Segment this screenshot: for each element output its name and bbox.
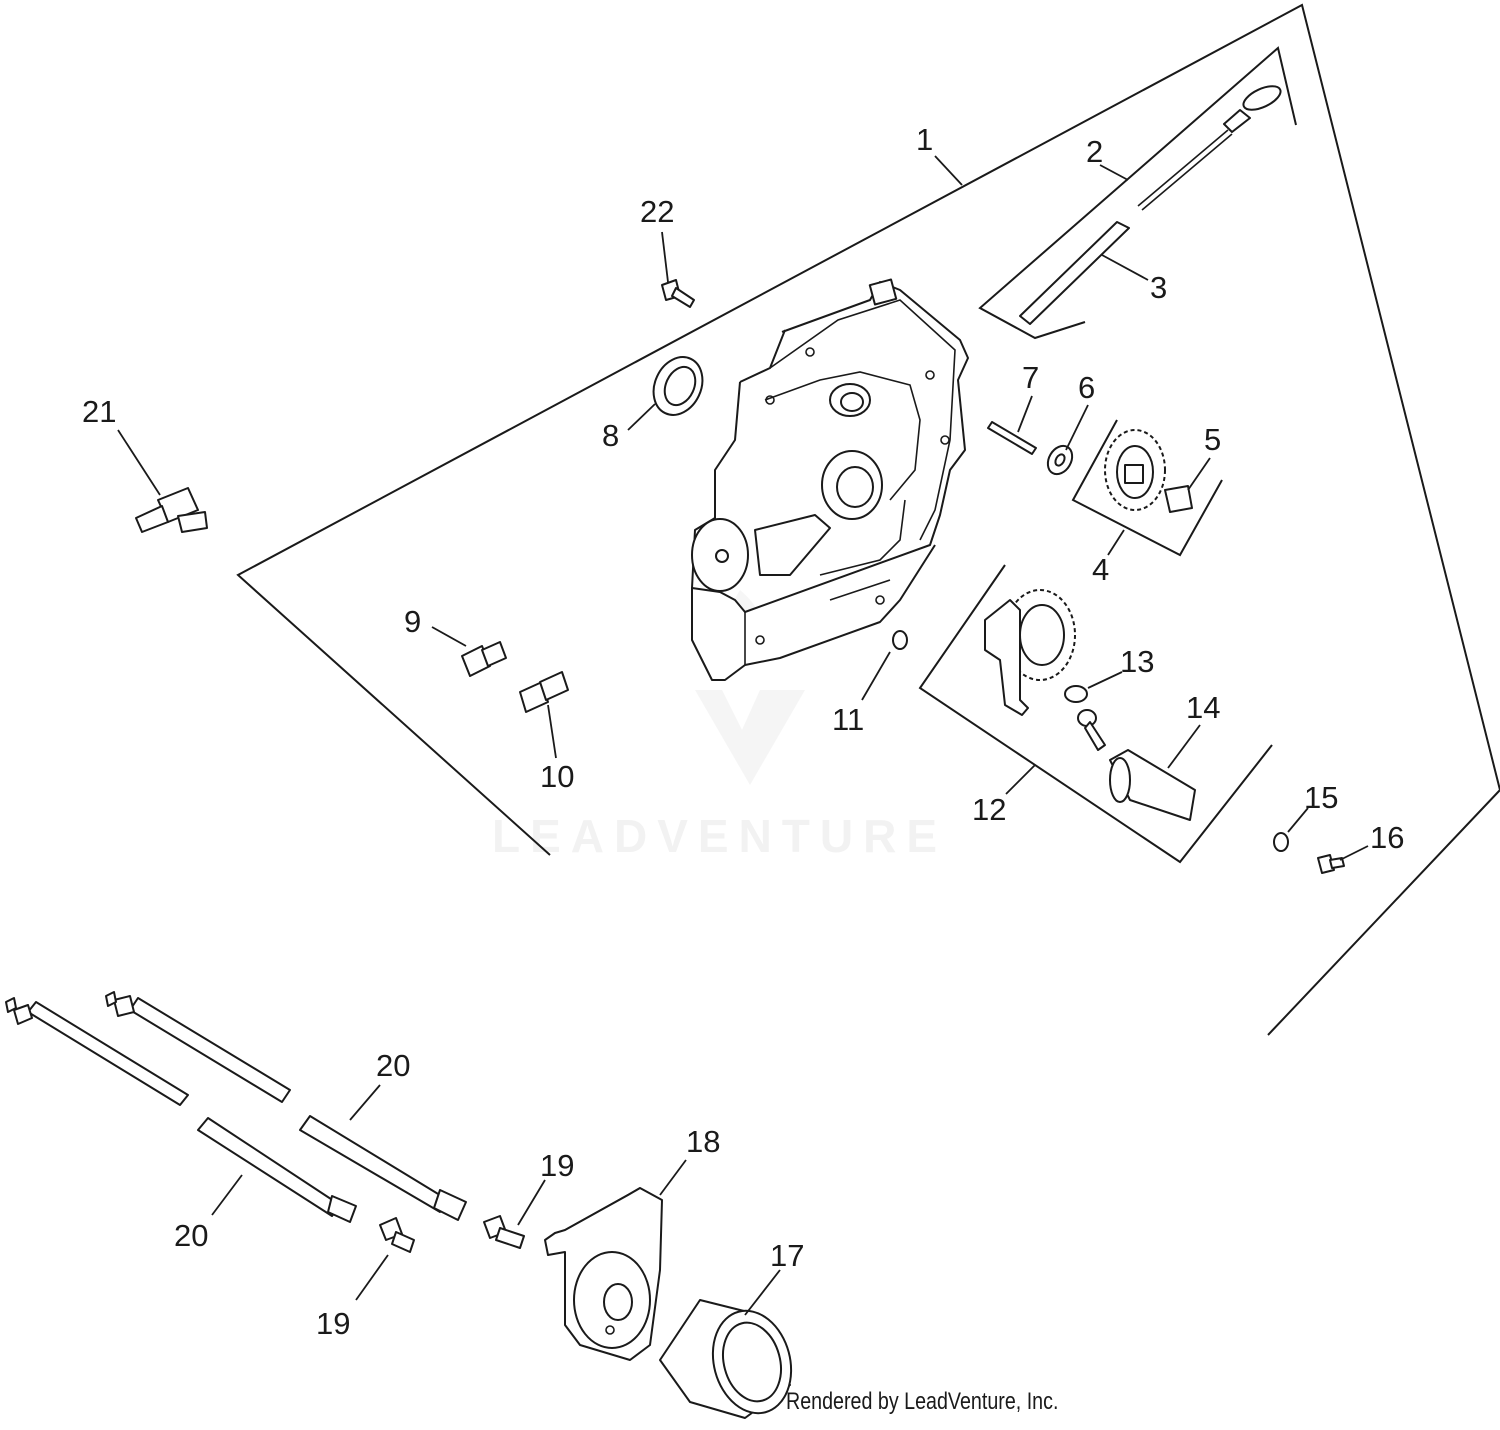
callout-16: 16 <box>1370 820 1404 855</box>
watermark-logo: LEADVENTURE <box>492 590 947 862</box>
render-credit: Rendered by LeadVenture, Inc. <box>786 1388 1059 1415</box>
leader-19a <box>355 1254 389 1301</box>
oil-filter-17-part <box>659 1299 793 1419</box>
hose-20-part-b <box>105 991 467 1221</box>
leader-2 <box>1099 164 1129 181</box>
leader-21 <box>117 429 161 496</box>
leader-lines <box>117 155 1369 1316</box>
callout-5: 5 <box>1204 422 1221 457</box>
callout-3: 3 <box>1150 270 1167 305</box>
callout-2: 2 <box>1086 134 1103 169</box>
leader-11 <box>861 651 891 701</box>
callout-19a: 19 <box>540 1148 574 1183</box>
callout-4: 4 <box>1092 552 1109 587</box>
callout-14: 14 <box>1186 690 1220 725</box>
dipstick-part <box>1137 85 1282 211</box>
oil-pump-group-outline <box>918 564 1273 864</box>
leader-14 <box>1167 724 1201 769</box>
elbow-fitting-part <box>135 487 208 533</box>
callout-20a: 20 <box>376 1048 410 1083</box>
hose-20-part-a <box>5 997 357 1223</box>
leader-4 <box>1107 529 1125 556</box>
leader-20b <box>211 1174 243 1216</box>
callout-8: 8 <box>602 418 619 453</box>
washer-6-part <box>1046 444 1074 476</box>
callout-10: 10 <box>540 759 574 794</box>
callout-11: 11 <box>832 702 864 737</box>
leader-6 <box>1065 404 1089 451</box>
leader-19b <box>517 1179 546 1226</box>
callout-7: 7 <box>1022 360 1039 395</box>
relief-valve-14-part <box>1077 709 1196 821</box>
fitting-19-part-b <box>483 1215 525 1249</box>
callout-22: 22 <box>640 194 674 229</box>
callout-1: 1 <box>916 122 933 157</box>
leader-10 <box>547 704 557 759</box>
o-ring-11-part <box>892 630 908 650</box>
leader-9 <box>431 626 467 647</box>
callout-6: 6 <box>1078 370 1095 405</box>
gear-4-part <box>1104 429 1166 511</box>
leader-5 <box>1187 457 1211 491</box>
leader-8 <box>627 403 656 431</box>
assembly-1-outline <box>236 3 1500 1036</box>
bolt-16-part <box>1317 854 1345 874</box>
oil-pump-12-part <box>984 589 1076 716</box>
leader-16 <box>1339 845 1369 861</box>
callout-12: 12 <box>972 792 1006 827</box>
callout-13: 13 <box>1120 644 1154 679</box>
leader-20a <box>349 1084 381 1121</box>
callout-20b: 20 <box>174 1218 208 1253</box>
leader-22 <box>661 231 669 283</box>
leader-18 <box>659 1159 687 1196</box>
leader-17 <box>744 1269 781 1316</box>
pin-part <box>987 421 1037 455</box>
callout-18: 18 <box>686 1124 720 1159</box>
fitting-19-part-a <box>379 1217 415 1253</box>
leader-3 <box>1101 254 1149 281</box>
leader-1 <box>934 155 963 186</box>
dipstick-group-outline <box>978 46 1297 340</box>
gear-group-outline <box>1071 419 1223 557</box>
fitting-9-part <box>461 641 507 677</box>
callout-19b: 19 <box>316 1306 350 1341</box>
leader-13 <box>1087 671 1123 689</box>
callout-9: 9 <box>404 604 421 639</box>
callout-21: 21 <box>82 394 116 429</box>
bolt-22-part <box>661 279 695 308</box>
leader-15 <box>1287 807 1309 833</box>
callout-labels: 1 2 3 4 5 6 7 8 9 10 11 12 13 14 15 16 1… <box>82 122 1404 1341</box>
fitting-10-part <box>519 671 569 713</box>
dipstick-tube-part <box>1019 221 1130 325</box>
callout-17: 17 <box>770 1238 804 1273</box>
shaft-5-part <box>1164 485 1193 513</box>
watermark-text: LEADVENTURE <box>492 810 947 862</box>
filter-adapter-18-part <box>544 1187 663 1361</box>
closure-plate-part <box>691 278 969 681</box>
callout-15: 15 <box>1304 780 1338 815</box>
leader-7 <box>1017 395 1033 433</box>
o-ring-13-part <box>1064 685 1088 703</box>
leader-12 <box>1005 764 1036 795</box>
oil-seal-part <box>652 356 704 416</box>
washer-15-part <box>1273 832 1289 852</box>
